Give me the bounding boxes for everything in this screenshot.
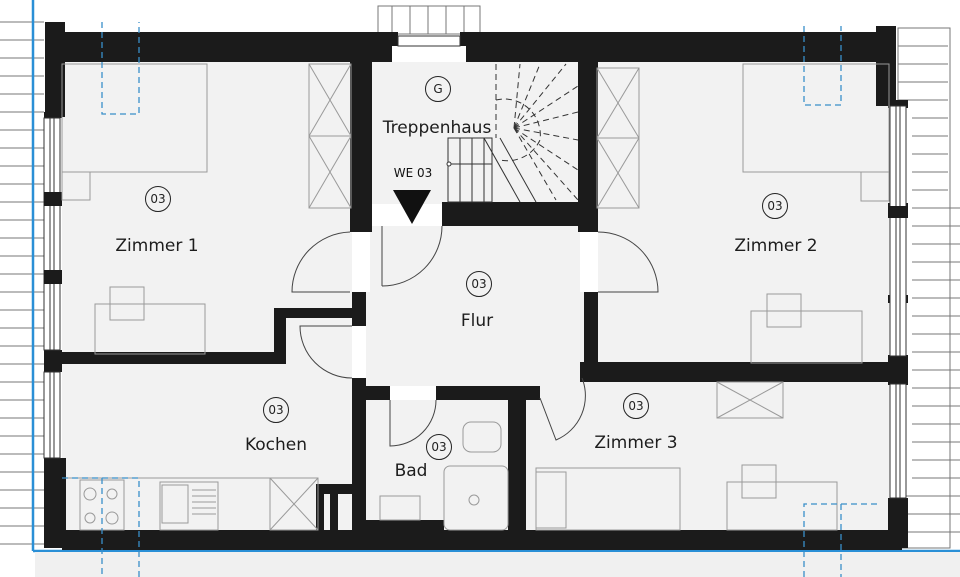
doors	[291, 225, 659, 447]
room-number-kochen: 03	[263, 397, 289, 423]
left-roof-hatching	[0, 21, 44, 545]
floor-area	[62, 62, 892, 534]
room-label-zimmer1: Zimmer 1	[115, 236, 199, 256]
skylights	[62, 22, 880, 577]
top-roof-hatch	[377, 5, 481, 35]
boundary-line	[31, 0, 960, 553]
room-label-bad: Bad	[394, 461, 428, 481]
top-window	[397, 35, 461, 47]
room-number-zimmer3: 03	[623, 393, 649, 419]
room-number-bad: 03	[426, 434, 452, 460]
room-label-treppenhaus: Treppenhaus	[382, 118, 492, 138]
room-label-zimmer3: Zimmer 3	[594, 433, 678, 453]
room-label-flur: Flur	[460, 311, 494, 331]
room-label-kochen: Kochen	[244, 435, 308, 455]
walls	[44, 22, 908, 550]
room-number-zimmer1: 03	[145, 186, 171, 212]
entrance-arrow-icon	[393, 190, 431, 224]
entrance-label: WE 03	[393, 166, 433, 180]
staircase-dashed	[495, 63, 579, 201]
room-number-flur: 03	[466, 271, 492, 297]
room-number-treppenhaus: G	[425, 76, 451, 102]
wardrobes	[269, 63, 784, 531]
windows-left	[43, 117, 61, 459]
windows-right	[889, 105, 907, 499]
room-label-zimmer2: Zimmer 2	[734, 236, 818, 256]
room-number-zimmer2: 03	[762, 193, 788, 219]
staircase	[446, 137, 537, 203]
